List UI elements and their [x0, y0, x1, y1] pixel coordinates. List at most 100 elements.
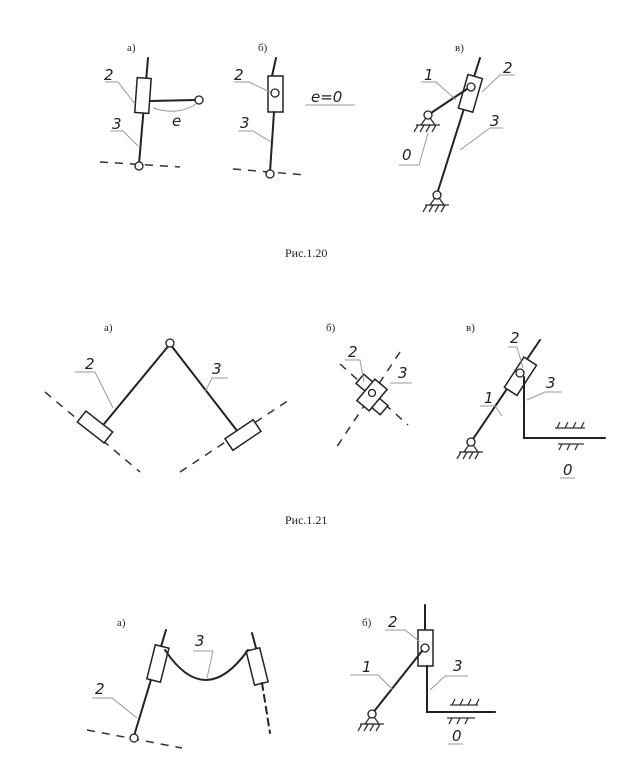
- drawing-stroke: [470, 339, 541, 443]
- drawing-stroke: [421, 81, 457, 101]
- drawing-stroke: [169, 343, 239, 433]
- drawing-stroke: [371, 650, 423, 715]
- drawing-stroke: [261, 682, 271, 734]
- drawing-stroke: [99, 161, 181, 168]
- link-number: 1: [424, 66, 434, 84]
- fig-1-20-v: в) 1 2 3 0: [399, 42, 515, 212]
- offset-label: e: [172, 112, 181, 130]
- drawing-stroke: [447, 717, 475, 725]
- link-3-curved: [164, 649, 249, 681]
- drawing-stroke: [345, 359, 365, 383]
- drawing-stroke: [526, 391, 562, 401]
- drawing-stroke: [555, 421, 585, 429]
- drawing-stroke: [105, 81, 136, 105]
- link-number: 0: [402, 146, 412, 164]
- fig-1-22: а) 3 2 б) 2 1 3 0: [86, 604, 496, 749]
- joint: [367, 388, 377, 398]
- drawing-stroke: [269, 111, 275, 173]
- link-number: 2: [510, 329, 520, 347]
- link-number: 2: [104, 66, 114, 84]
- figure-caption: Рис.1.21: [285, 513, 327, 527]
- drawing-stroke: [271, 57, 277, 77]
- link-number: 3: [112, 115, 122, 133]
- fig-1-20-a: а) 2 3 e: [99, 42, 204, 171]
- subfigure-label: а): [117, 617, 126, 629]
- link-number: 2: [95, 680, 105, 698]
- drawing-stroke: [350, 674, 394, 691]
- link-number: 0: [563, 461, 573, 479]
- fig-1-21-a: а) 2 3: [44, 322, 293, 473]
- link-number: 2: [503, 59, 513, 77]
- drawing-stroke: [427, 86, 471, 116]
- drawing-stroke: [234, 81, 271, 93]
- drawing-stroke: [110, 130, 139, 147]
- drawing-stroke: [92, 697, 138, 719]
- link-number: 2: [388, 613, 398, 631]
- fig-1-20: а) 2 3 e б) 2 3 e=0 в): [99, 42, 515, 260]
- link-number: 3: [240, 114, 250, 132]
- joint: [134, 161, 144, 171]
- drawing-stroke: [523, 376, 606, 439]
- joint: [165, 338, 175, 348]
- fig-1-21: а) 2 3 б) 2 3 в): [44, 322, 606, 527]
- slider-block: [145, 643, 170, 684]
- figure-caption: Рис.1.20: [285, 246, 327, 260]
- ground-support-icon: [358, 710, 384, 731]
- drawing-stroke: [426, 665, 496, 713]
- drawing-stroke: [204, 377, 228, 393]
- fig-1-20-b: б) 2 3 e=0: [232, 42, 355, 179]
- drawing-stroke: [385, 629, 421, 643]
- subfigure-label: а): [127, 42, 136, 54]
- drawing-stroke: [152, 103, 197, 112]
- drawing-stroke: [238, 130, 272, 143]
- link-number: 3: [546, 374, 556, 392]
- drawing-stroke: [558, 443, 584, 451]
- drawing-stroke: [103, 343, 171, 425]
- drawing-stroke: [429, 675, 468, 691]
- link-number: 2: [348, 343, 358, 361]
- subfigure-label: а): [104, 322, 113, 334]
- drawing-stroke: [335, 351, 401, 449]
- ground-support-icon: [414, 111, 440, 132]
- drawing-stroke: [251, 632, 257, 649]
- drawing-stroke: [480, 405, 503, 417]
- subfigure-label: в): [466, 322, 475, 334]
- drawing-stroke: [193, 650, 214, 679]
- fig-1-22-a: а) 3 2: [86, 617, 271, 749]
- drawing-stroke: [508, 346, 524, 369]
- fig-1-21-v: в) 2 3 1 0: [457, 322, 606, 479]
- joint: [515, 368, 525, 378]
- joint: [466, 82, 476, 92]
- drawing-stroke: [149, 99, 196, 102]
- drawing-stroke: [399, 132, 429, 166]
- joint: [194, 95, 204, 105]
- link-number: 1: [484, 389, 494, 407]
- link-number: 3: [195, 632, 205, 650]
- ground-support-icon: [457, 438, 483, 459]
- fig-1-21-b: б) 2 3: [326, 322, 412, 449]
- slider-block: [133, 76, 152, 115]
- link-number: 1: [362, 658, 372, 676]
- link-number: 3: [490, 112, 500, 130]
- drawing-stroke: [481, 74, 515, 93]
- slider-block: [245, 646, 270, 687]
- joint: [129, 733, 139, 743]
- link-number: 0: [452, 727, 462, 745]
- offset-label: e=0: [311, 88, 342, 106]
- ground-support-icon: [423, 191, 449, 212]
- drawing-stroke: [75, 371, 114, 409]
- subfigure-label: б): [258, 42, 268, 54]
- subfigure-label: б): [326, 322, 336, 334]
- subfigure-label: б): [362, 617, 372, 629]
- link-number: 3: [398, 364, 408, 382]
- slider-block: [76, 409, 114, 445]
- joint: [265, 169, 275, 179]
- joint: [420, 643, 430, 653]
- subfigure-label: в): [455, 42, 464, 54]
- link-number: 2: [85, 355, 95, 373]
- joint: [270, 88, 280, 98]
- link-number: 3: [453, 657, 463, 675]
- fig-1-22-b: б) 2 1 3 0: [350, 604, 496, 745]
- link-number: 2: [234, 66, 244, 84]
